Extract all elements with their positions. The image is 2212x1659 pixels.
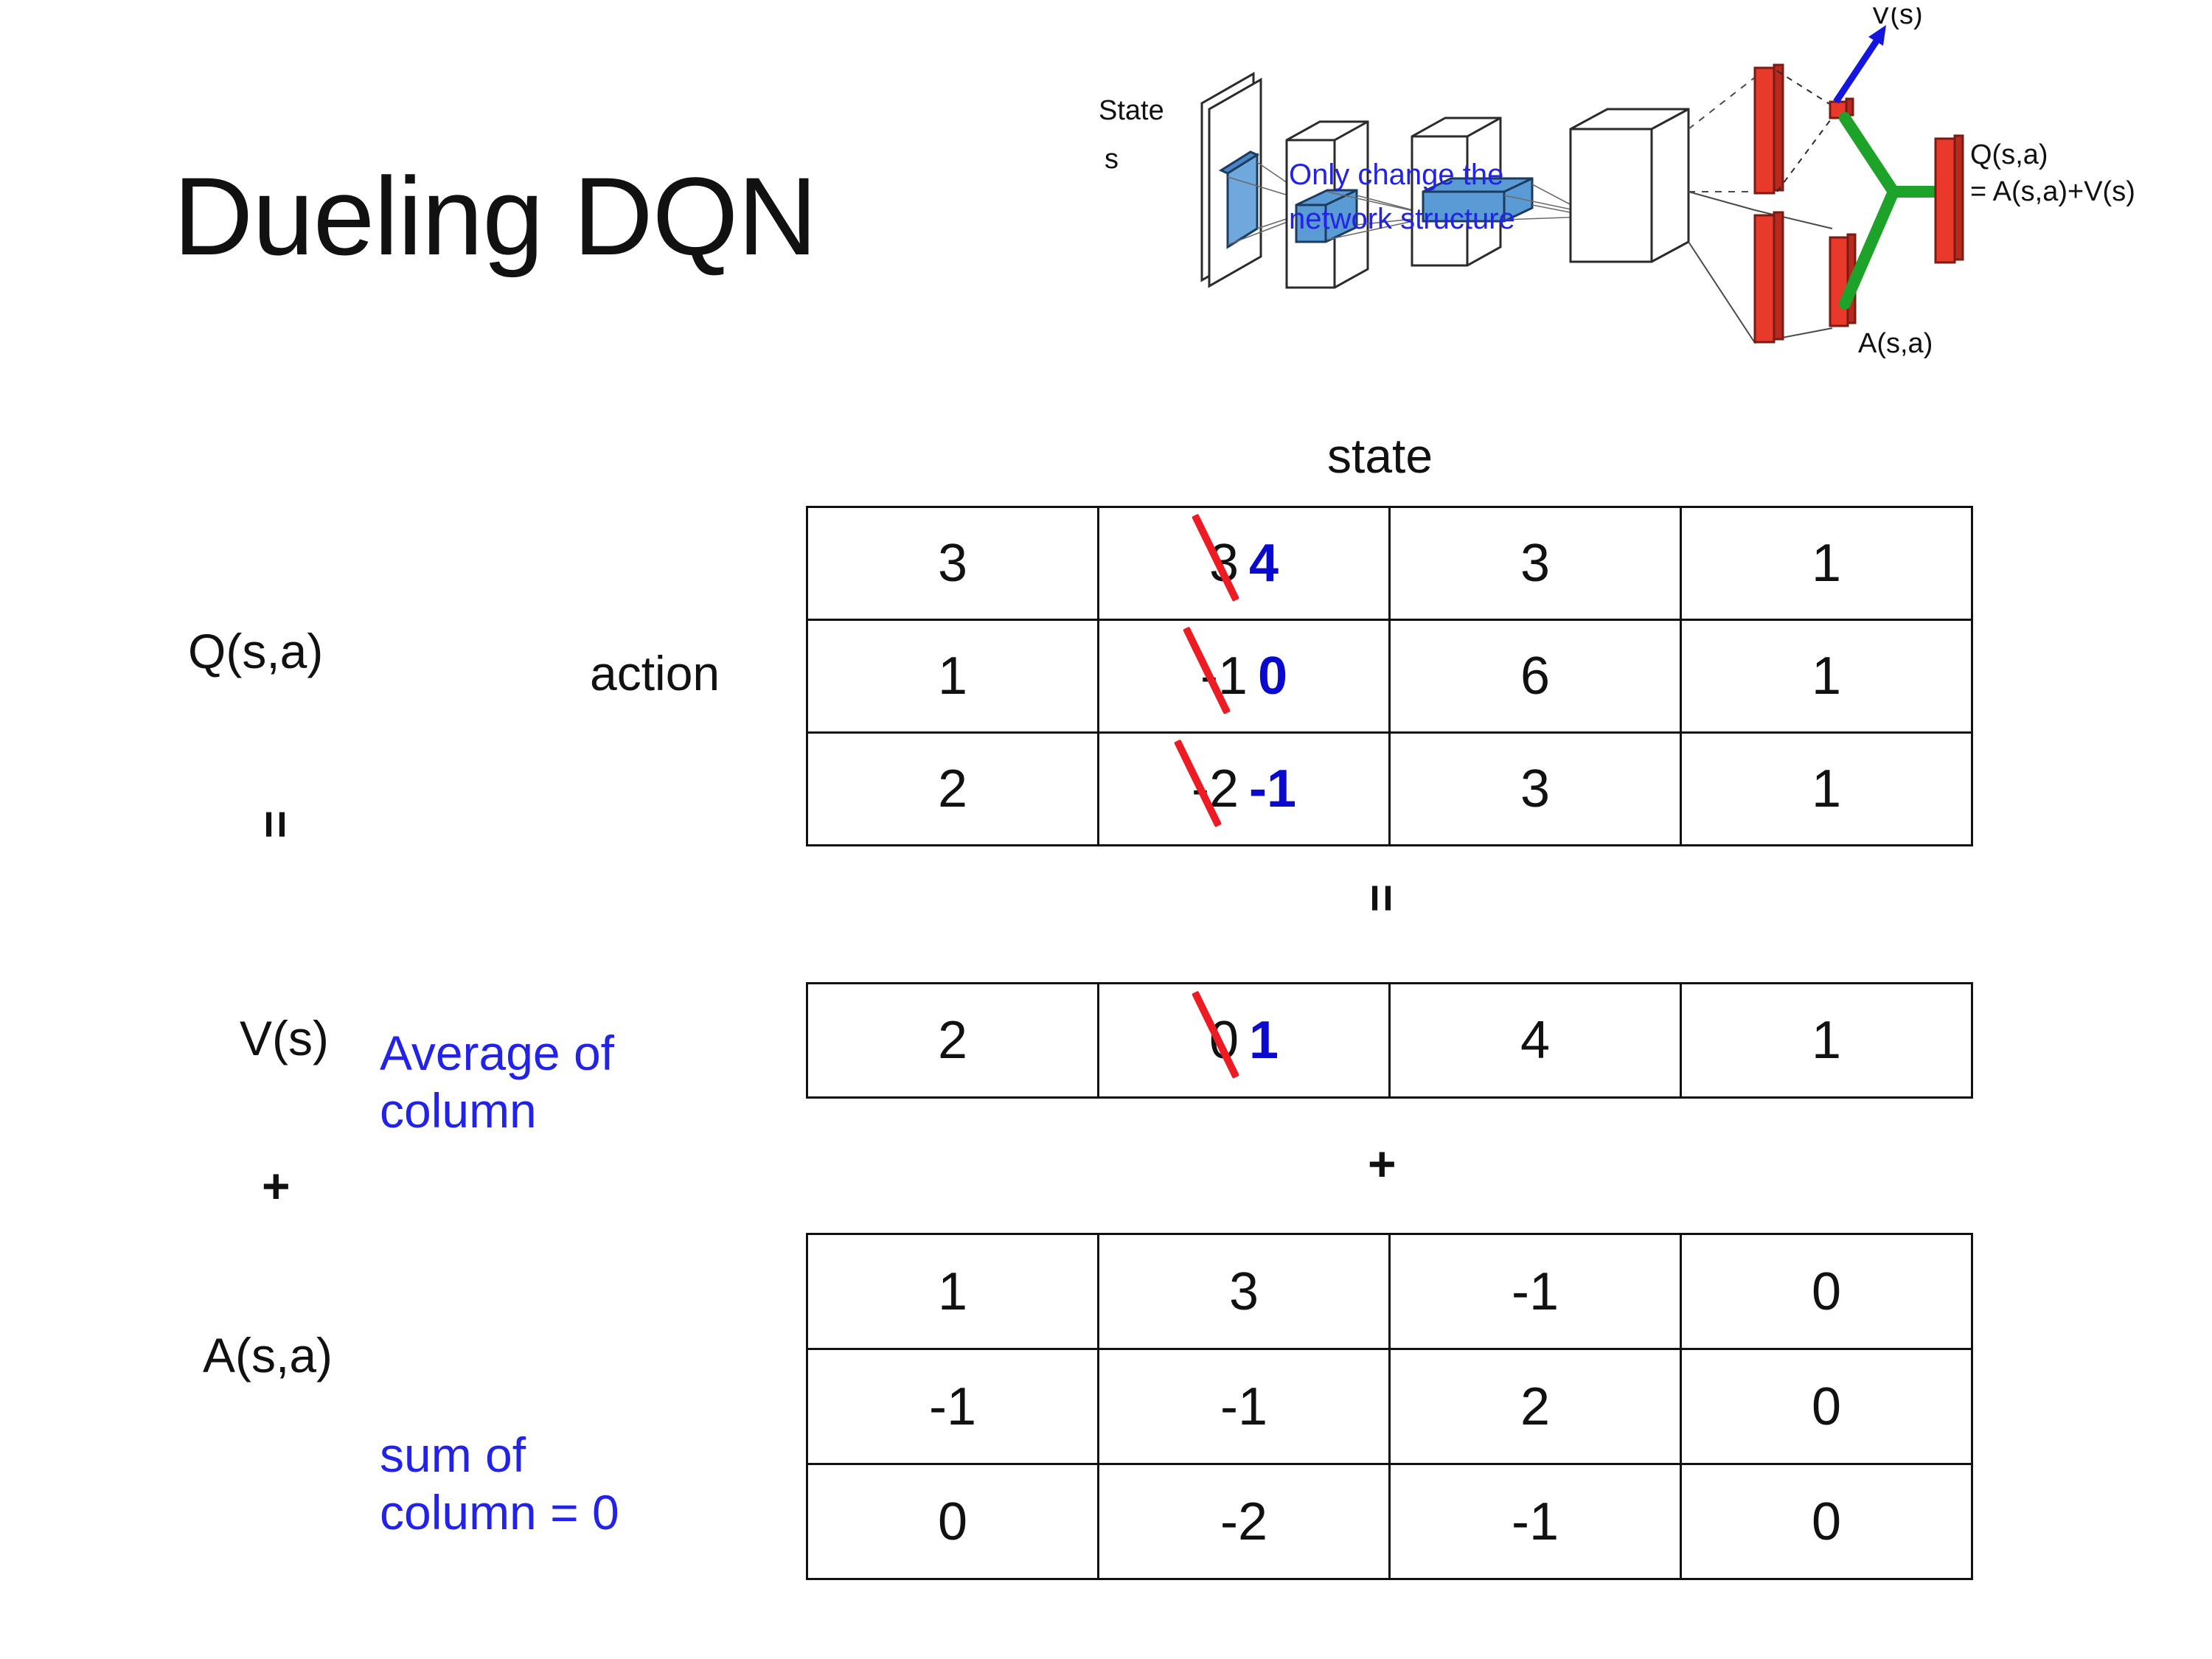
matrix-cell: 1 [1680,506,1973,621]
cell-value: 1 [1811,1011,1842,1070]
struck-out-value: 3 [1208,534,1239,593]
corrected-value: 1 [1249,1011,1279,1070]
matrix-cell: 1 [806,1233,1099,1350]
cell-value: -2 [1220,1492,1268,1551]
matrix-row: 2 -2-1 3 1 [806,731,1973,846]
corrected-value: 4 [1249,534,1279,593]
struck-out-value: 0 [1208,1011,1239,1070]
diagram-state-sub-label: s [1105,144,1119,175]
matrix-row: 0 -2 -1 0 [806,1463,1973,1580]
cell-value: -1 [928,1377,977,1436]
diagram-note-line2: network structure [1289,203,1515,235]
diagram-v-label: V(s) [1871,7,1923,30]
matrix-cell: 2 [806,731,1099,846]
diagram-q-label-line1: Q(s,a) [1970,139,2048,170]
cell-value: 3 [937,534,968,593]
cell-value: 2 [937,759,968,818]
cell-value: 0 [1811,1377,1842,1436]
matrix-cell: 3 [806,506,1099,621]
sum-note-line1: sum of [380,1427,526,1482]
cell-value: 2 [1520,1377,1551,1436]
matrix-cell: 1 [1680,731,1973,846]
cell-value: 4 [1520,1011,1551,1070]
matrix-cell: 6 [1388,619,1682,734]
diagram-q-label-line2: = A(s,a)+V(s) [1970,176,2135,207]
page-title: Dueling DQN [173,154,818,278]
cell-value: 6 [1520,647,1551,706]
matrix-cell: 1 [1680,619,1973,734]
struck-out-value: -2 [1191,759,1239,818]
cell-value: -1 [1511,1492,1559,1551]
cell-value: 3 [1520,759,1551,818]
matrix-cell: 1 [1680,982,1973,1099]
cell-value: 0 [1811,1492,1842,1551]
matrix-row: -1 -1 2 0 [806,1348,1973,1465]
equals-operator-center: = [1354,883,1410,913]
matrix-cell: -1 [1097,1348,1391,1465]
cell-value: 1 [1811,759,1842,818]
diagram-state-label: State [1099,95,1164,126]
cell-value: 1 [937,1262,968,1321]
matrix-cell: -2-1 [1097,731,1391,846]
matrix-cell: 3 [1388,731,1682,846]
matrix-cell: 0 [806,1463,1099,1580]
matrix-cell: 3 [1388,506,1682,621]
plus-operator-left: + [262,1158,291,1213]
sum-note-line2: column = 0 [380,1484,619,1540]
a-function-label: A(s,a) [203,1328,333,1382]
corrected-value: -1 [1249,759,1297,818]
cell-value: 2 [937,1011,968,1070]
cell-value: -1 [1220,1377,1268,1436]
corrected-cell: -2-1 [1192,759,1296,819]
cell-value: 1 [937,647,968,706]
matrix-cell: 2 [1388,1348,1682,1465]
dueling-network-diagram: V(s) State s Only change the network str… [1099,7,2212,420]
v-function-label: V(s) [240,1011,329,1065]
matrix-cell: 3 [1097,1233,1391,1350]
matrix-cell: 2 [806,982,1099,1099]
cell-value: 0 [1811,1262,1842,1321]
q-function-label: Q(s,a) [188,624,324,678]
equals-operator-left: = [248,810,304,839]
matrix-cell: 0 [1680,1463,1973,1580]
cell-value: -1 [1511,1262,1559,1321]
diagram-a-label: A(s,a) [1858,328,1933,359]
a-value-matrix: 1 3 -1 0 -1 -1 2 0 0 -2 -1 0 [806,1233,1973,1580]
matrix-cell: -1 [1388,1233,1682,1350]
average-note-line1: Average of [380,1026,615,1080]
matrix-cell: 1 [806,619,1099,734]
diagram-note-line1: Only change the [1289,159,1503,191]
average-of-column-note: Average of column [380,1025,614,1140]
action-axis-label: action [590,646,720,700]
cell-value: 3 [1520,534,1551,593]
plus-operator-center: + [1368,1136,1397,1191]
cell-value: 3 [1228,1262,1259,1321]
struck-out-value: -1 [1200,647,1248,706]
matrix-cell: -2 [1097,1463,1391,1580]
cell-value: 1 [1811,647,1842,706]
matrix-cell: -1 [1388,1463,1682,1580]
state-axis-label: state [1327,428,1433,483]
corrected-value: 0 [1257,647,1288,706]
cell-value: 1 [1811,534,1842,593]
matrix-cell: 0 [1680,1233,1973,1350]
sum-of-column-note: sum of column = 0 [380,1427,619,1542]
matrix-cell: -1 [806,1348,1099,1465]
average-note-line2: column [380,1082,537,1138]
matrix-cell: 4 [1388,982,1682,1099]
cell-value: 0 [937,1492,968,1551]
matrix-cell: 0 [1680,1348,1973,1465]
matrix-row: 1 3 -1 0 [806,1233,1973,1350]
